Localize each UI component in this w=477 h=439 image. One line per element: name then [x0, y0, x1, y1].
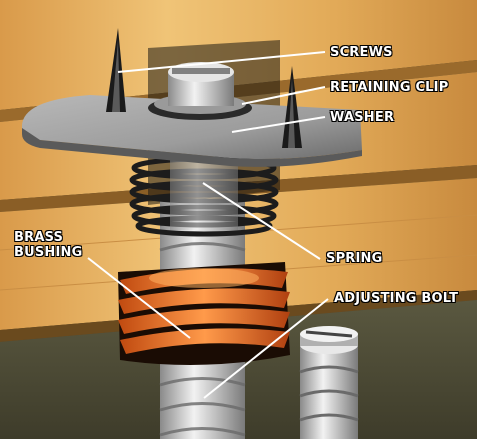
- leader-lines: [87, 51, 329, 399]
- bolt-inside-spring: [170, 160, 238, 230]
- screw-left: [106, 28, 126, 112]
- screw-right: [282, 66, 302, 148]
- leader-line-adjusting-bolt: [203, 298, 329, 399]
- label-retaining-clip: RETAINING CLIP: [330, 80, 449, 95]
- leader-line-retaining-clip: [241, 86, 326, 105]
- label-adjusting-bolt: ADJUSTING BOLT: [334, 291, 459, 306]
- label-brass-bushing-line1: BRASS: [14, 230, 64, 245]
- leader-line-screws: [117, 51, 326, 73]
- leader-line-washer: [231, 116, 326, 133]
- spare-adjusting-bolt: [299, 326, 359, 439]
- label-screws: SCREWS: [330, 45, 393, 60]
- label-brass-bushing-line2: BUSHING: [14, 245, 83, 260]
- label-spring: SPRING: [326, 251, 383, 266]
- leader-line-spring: [202, 182, 321, 260]
- leader-line-brass-bushing: [87, 257, 191, 339]
- label-washer: WASHER: [330, 110, 395, 125]
- adjusting-bolt-head: [168, 62, 234, 106]
